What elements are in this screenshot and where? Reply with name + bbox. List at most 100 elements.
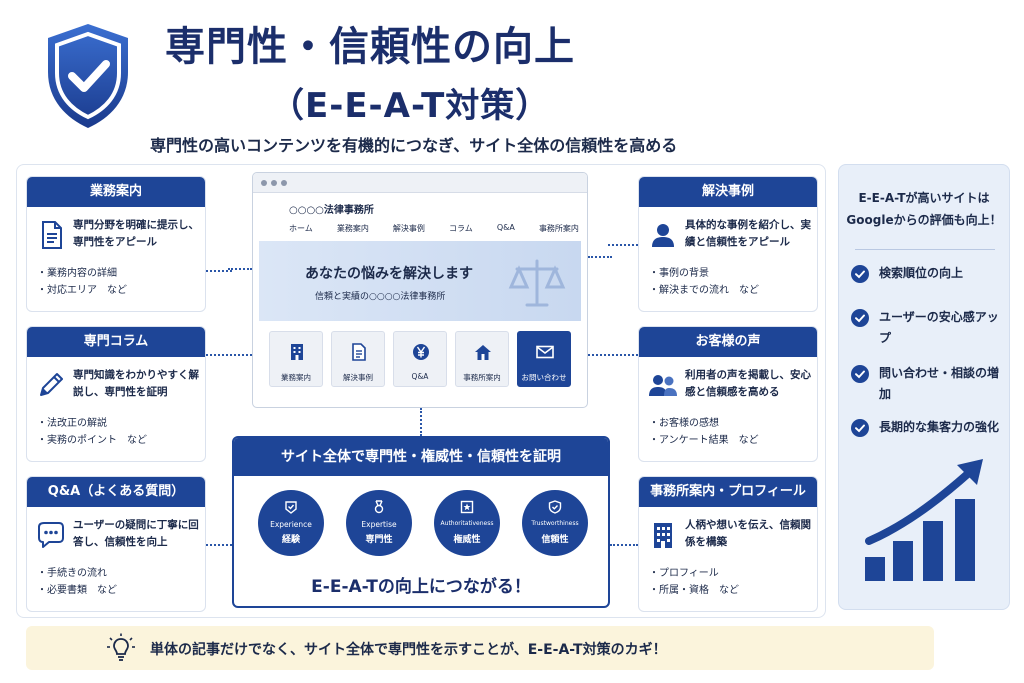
document-icon bbox=[42, 221, 62, 249]
star-badge-icon bbox=[460, 500, 474, 514]
card-description: 具体的な事例を紹介し、実績と信頼性をアピール bbox=[685, 219, 811, 248]
eeat-footer: E-E-A-Tの向上につながる！ bbox=[311, 577, 531, 597]
card-bullet: ・プロフィール bbox=[649, 568, 719, 579]
connector-line bbox=[588, 354, 638, 356]
tile-services[interactable]: 業務案内 bbox=[269, 331, 323, 387]
page-title: 専門性・信頼性の向上 bbox=[165, 24, 575, 70]
tile-label: お問い合わせ bbox=[521, 373, 567, 382]
card-bullet: ・事例の背景 bbox=[649, 268, 709, 279]
eeat-jp-label: 経験 bbox=[281, 535, 300, 545]
card-description: ユーザーの疑問に丁寧に回答し、信頼性を向上 bbox=[73, 519, 199, 548]
card-bullet: ・法改正の解説 bbox=[37, 418, 107, 429]
hero-subtitle: 信頼と実績の○○○○法律事務所 bbox=[315, 292, 446, 302]
nav-item-faq[interactable]: Q&A bbox=[496, 223, 515, 232]
eeat-jp-label: 専門性 bbox=[365, 535, 393, 545]
shield-check-icon bbox=[548, 500, 562, 514]
tile-office[interactable]: 事務所案内 bbox=[455, 331, 509, 387]
connector-line bbox=[420, 408, 422, 436]
card-bullet: ・所属・資格 など bbox=[649, 585, 739, 596]
card-column: 専門コラム 専門知識をわかりやすく解説し、専門性を証明 ・法改正の解説 ・実務の… bbox=[26, 326, 206, 462]
lightbulb-icon bbox=[107, 633, 135, 661]
card-title: Q&A（よくある質問） bbox=[27, 477, 205, 507]
check-circle-icon bbox=[851, 419, 869, 437]
eeat-summary-box: サイト全体で専門性・権威性・信頼性を証明 Experience 経験 Exper… bbox=[232, 436, 610, 608]
divider bbox=[855, 249, 995, 250]
benefit-text: ユーザーの安心感アップ bbox=[879, 310, 999, 345]
card-bullets: ・プロフィール ・所属・資格 など bbox=[649, 565, 815, 599]
card-bullets: ・事例の背景 ・解決までの流れ など bbox=[649, 265, 815, 299]
card-title: 専門コラム bbox=[27, 327, 205, 357]
eeat-jp-label: 信頼性 bbox=[541, 535, 569, 545]
card-description: 利用者の声を掲載し、安心感と信頼感を高める bbox=[685, 369, 811, 398]
card-title: お客様の声 bbox=[639, 327, 817, 357]
person-icon bbox=[652, 224, 674, 247]
card-description: 専門分野を明確に提示し、専門性をアピール bbox=[73, 219, 199, 248]
connector-line bbox=[588, 256, 612, 258]
shield-check-logo-icon bbox=[48, 24, 128, 128]
connector-line bbox=[608, 244, 638, 258]
eeat-circle-authoritativeness: Authoritativeness 権威性 bbox=[434, 490, 500, 556]
card-title: 業務案内 bbox=[27, 177, 205, 207]
tile-label: 事務所案内 bbox=[463, 373, 501, 382]
nav-item-cases[interactable]: 解決事例 bbox=[392, 224, 425, 233]
website-mockup: ○○○○法律事務所 ホーム 業務案内 解決事例 コラム Q&A 事務所案内 あな… bbox=[252, 172, 588, 408]
house-icon bbox=[475, 345, 491, 360]
card-description: 人柄や想いを伝え、信頼関係を構築 bbox=[685, 519, 811, 548]
benefit-text: 問い合わせ・相談の増加 bbox=[879, 366, 1000, 401]
card-description: 専門知識をわかりやすく解説し、専門性を証明 bbox=[73, 369, 199, 398]
eeat-en-label: Expertise bbox=[361, 520, 397, 529]
card-bullet: ・手続きの流れ bbox=[37, 568, 107, 579]
hero-banner: あなたの悩みを解決します 信頼と実績の○○○○法律事務所 bbox=[259, 241, 581, 321]
nav-item-home[interactable]: ホーム bbox=[289, 224, 313, 233]
site-nav: ホーム 業務案内 解決事例 コラム Q&A 事務所案内 bbox=[289, 223, 579, 234]
card-bullets: ・お客様の感想 ・アンケート結果 など bbox=[649, 415, 815, 449]
browser-toolbar bbox=[253, 173, 587, 193]
key-message: 単体の記事だけでなく、サイト全体で専門性を示すことが、E-E-A-T対策のカギ！ bbox=[150, 642, 667, 658]
nav-item-services[interactable]: 業務案内 bbox=[336, 224, 369, 233]
card-testimonials: お客様の声 利用者の声を掲載し、安心感と信頼感を高める ・お客様の感想 ・アンケ… bbox=[638, 326, 818, 462]
nav-item-office[interactable]: 事務所案内 bbox=[538, 224, 579, 233]
tile-faq[interactable]: Q&A bbox=[393, 331, 447, 387]
eeat-jp-label: 権威性 bbox=[453, 535, 481, 545]
tile-label: Q&A bbox=[411, 372, 429, 381]
nav-item-column[interactable]: コラム bbox=[449, 224, 473, 233]
eeat-en-label: Experience bbox=[270, 520, 312, 529]
site-logo-text: ○○○○法律事務所 bbox=[289, 205, 374, 216]
people-icon bbox=[649, 375, 677, 396]
eeat-circle-expertise: Expertise 専門性 bbox=[346, 490, 412, 556]
connector-line bbox=[206, 244, 232, 272]
connector-line bbox=[206, 544, 232, 546]
yen-icon bbox=[413, 344, 429, 360]
benefits-heading: E-E-A-Tが高いサイトはGoogleからの評価も向上！ bbox=[846, 191, 1002, 227]
card-case-studies: 解決事例 具体的な事例を紹介し、実績と信頼性をアピール ・事例の背景 ・解決まで… bbox=[638, 176, 818, 312]
window-dot bbox=[261, 180, 267, 186]
building-icon bbox=[291, 344, 303, 360]
pencil-icon bbox=[40, 373, 63, 396]
card-bullet: ・業務内容の詳細 bbox=[37, 268, 117, 279]
eeat-circle-experience: Experience 経験 bbox=[258, 490, 324, 556]
document-icon bbox=[352, 343, 366, 361]
medal-icon bbox=[374, 500, 384, 514]
tile-contact[interactable]: お問い合わせ bbox=[517, 331, 571, 387]
eeat-circle-trustworthiness: Trustworthiness 信頼性 bbox=[522, 490, 588, 556]
benefit-text: 検索順位の向上 bbox=[879, 266, 964, 280]
tile-cases[interactable]: 解決事例 bbox=[331, 331, 385, 387]
page-title-sub: （E-E-A-T対策） bbox=[270, 86, 551, 126]
card-bullets: ・業務内容の詳細 ・対応エリア など bbox=[37, 265, 203, 299]
benefits-panel: E-E-A-Tが高いサイトはGoogleからの評価も向上！ 検索順位の向上 ユー… bbox=[838, 164, 1010, 610]
check-circle-icon bbox=[851, 309, 869, 327]
check-circle-icon bbox=[851, 365, 869, 383]
window-dot bbox=[271, 180, 277, 186]
benefit-text: 長期的な集客力の強化 bbox=[879, 420, 1000, 434]
connector-line bbox=[228, 268, 252, 270]
check-circle-icon bbox=[851, 265, 869, 283]
eeat-header: サイト全体で専門性・権威性・信頼性を証明 bbox=[234, 438, 608, 476]
chat-bubble-icon bbox=[38, 522, 64, 548]
card-bullet: ・解決までの流れ など bbox=[649, 285, 759, 296]
tile-label: 業務案内 bbox=[281, 373, 311, 382]
connector-line bbox=[206, 354, 260, 382]
scales-of-justice-icon bbox=[508, 259, 566, 307]
card-faq: Q&A（よくある質問） ユーザーの疑問に丁寧に回答し、信頼性を向上 ・手続きの流… bbox=[26, 476, 206, 612]
card-bullet: ・お客様の感想 bbox=[649, 418, 719, 429]
card-bullets: ・法改正の解説 ・実務のポイント など bbox=[37, 415, 203, 449]
